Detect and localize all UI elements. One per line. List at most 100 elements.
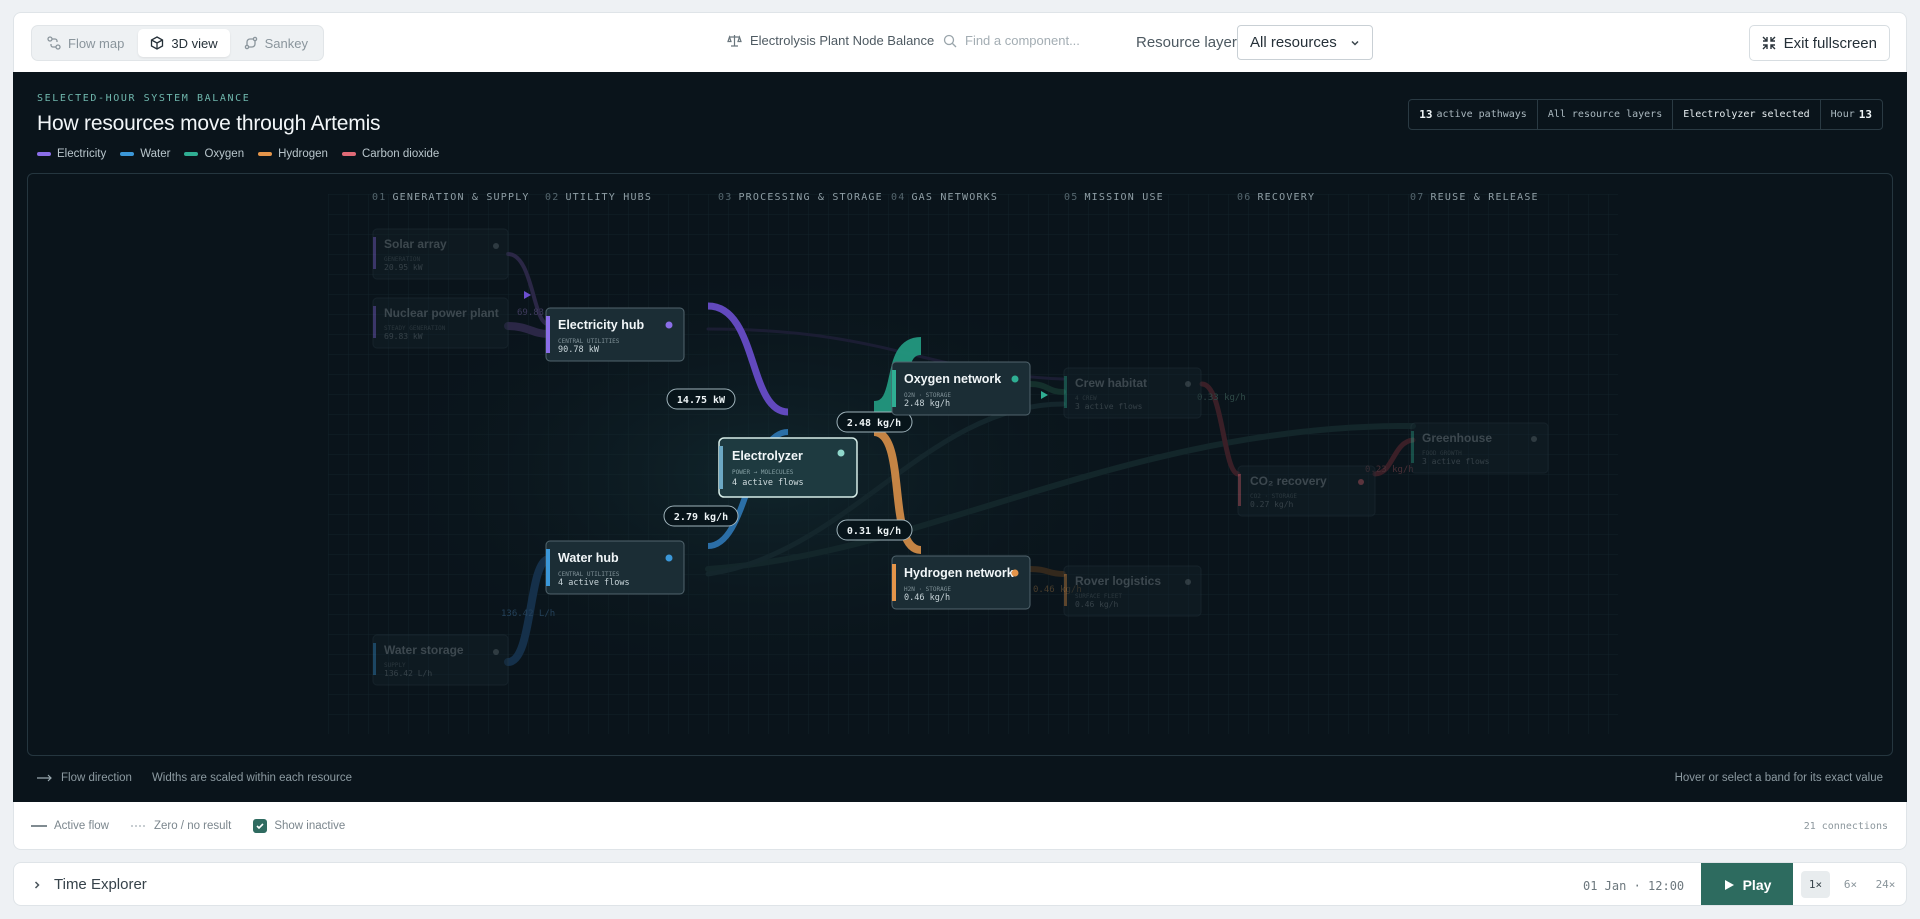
show-inactive-checkbox[interactable] [253,819,268,833]
node-subtitle: SUPPLY [384,662,406,669]
resource-layer-value: All resources [1250,34,1337,51]
collapse-icon [1762,36,1776,50]
component-search[interactable] [943,33,1105,48]
panel-title: How resources move through Artemis [37,112,381,135]
node-water-storage[interactable]: Water storage SUPPLY 136.42 L/h [372,634,509,686]
solid-line-icon [31,825,47,827]
play-button[interactable]: Play [1701,863,1793,905]
tab-label: Sankey [264,35,308,51]
node-electrolyzer[interactable]: Electrolyzer POWER → MOLECULES 4 active … [718,437,858,498]
node-greenhouse[interactable]: Greenhouse FOOD GROWTH 3 active flows [1410,422,1549,474]
tab-3d-view[interactable]: 3D view [138,29,230,57]
time-explorer-toggle[interactable]: Time Explorer [32,876,147,893]
node-nuclear-power-plant[interactable]: Nuclear power plant STEADY GENERATION 69… [372,297,509,349]
legend-carbon-dioxide: Carbon dioxide [341,148,439,160]
legend-label: Hydrogen [278,148,328,160]
node-value: 90.78 kW [558,345,600,355]
resource-layer-label: Resource layer [1136,34,1237,51]
flow-direction-arrow [1041,391,1048,399]
flow-electrolyzer-to-hydrogen[interactable] [873,428,922,554]
node-water-hub[interactable]: Water hub CENTRAL UTILITIES 4 active flo… [545,540,685,595]
node-name: Electrolyzer [732,449,803,463]
speed-24x-button[interactable]: 24× [1875,878,1896,891]
legend-zero-flow-label: Zero / no result [153,820,232,832]
flow-label-pill[interactable] [663,505,739,527]
node-name: Nuclear power plant [384,306,499,320]
node-value: 3 active flows [1422,457,1490,466]
speed-6x-button[interactable]: 6× [1843,878,1858,891]
flow-crew-to-co2-recovery[interactable] [1199,381,1241,477]
resource-layer-select[interactable]: All resources [1237,25,1373,60]
flow-label-pill[interactable] [666,388,736,410]
node-name: Crew habitat [1075,376,1147,390]
node-subtitle: CENTRAL UTILITIES [558,571,620,578]
flow-direction-arrow [524,291,531,299]
flow-label-pill[interactable] [836,519,913,541]
flow-label-pill[interactable] [836,411,913,433]
node-subtitle: POWER → MOLECULES [732,469,794,476]
play-label: Play [1742,877,1772,893]
node-subtitle: 4 CREW [1075,395,1097,402]
node-solar-array[interactable]: Solar array GENERATION 20.95 kW [372,228,509,280]
node-name: CO₂ recovery [1250,474,1327,488]
flow-solar-to-electricity-hub[interactable] [506,252,550,326]
stat-selected-node: Electrolyzer selected [1673,100,1821,129]
flow-oxygen-to-crew[interactable] [1027,381,1066,395]
exit-fullscreen-button[interactable]: Exit fullscreen [1748,25,1890,61]
node-name: Electricity hub [558,318,644,332]
arrow-right-icon [37,774,52,782]
flow-hydrogen-to-rover[interactable] [1027,566,1066,577]
node-subtitle: SURFACE FLEET [1075,593,1122,600]
tab-label: 3D view [171,35,218,51]
node-name: Oxygen network [904,372,1001,386]
current-timestamp: 01 Jan · 12:00 [1583,879,1685,893]
node-co2-recovery[interactable]: CO₂ recovery CO2 · STORAGE 0.27 kg/h [1237,465,1376,517]
node-subtitle: FOOD GROWTH [1422,450,1462,457]
node-value: 136.42 L/h [384,669,432,678]
flow-direction-label: Flow direction [61,772,132,784]
flow-label-dim: 0.46 kg/h [1033,585,1082,595]
legend-oxygen: Oxygen [184,148,244,160]
legend-active-flow-label: Active flow [54,820,109,832]
dashed-line-icon [130,825,147,827]
stat-value: 13 [1858,108,1872,121]
tab-flow-map[interactable]: Flow map [35,29,136,57]
view-switcher: Flow map 3D view Sankey [31,25,324,61]
stat-label: All resource layers [1547,109,1663,120]
node-rover-logistics[interactable]: Rover logistics SURFACE FLEET 0.46 kg/h [1063,565,1202,617]
exit-fullscreen-label: Exit fullscreen [1783,34,1877,52]
inactive-flows [504,252,1416,666]
node-crew-habitat[interactable]: Crew habitat 4 CREW 3 active flows [1063,367,1202,419]
node-subtitle: O2N · STORAGE [904,392,951,399]
flow-co2-to-greenhouse[interactable] [1372,437,1416,477]
node-hydrogen-network[interactable]: Hydrogen network H2N · STORAGE 0.46 kg/h [891,555,1031,610]
flow-nuclear-to-electricity-hub[interactable] [504,322,552,338]
node-value: 0.46 kg/h [904,593,950,603]
connections-count: 21 connections [1803,821,1888,832]
flow-water-hub-to-greenhouse[interactable] [705,422,1416,572]
flow-label-text: 0.31 kg/h [847,526,901,537]
node-electricity-hub[interactable]: Electricity hub CENTRAL UTILITIES 90.78 … [545,307,685,362]
node-oxygen-network[interactable]: Oxygen network O2N · STORAGE 2.48 kg/h [891,361,1031,416]
search-input[interactable] [965,33,1105,48]
legend-swatch [120,152,135,156]
speed-1x-button[interactable]: 1× [1801,871,1830,898]
flow-water-storage-to-water-hub[interactable] [504,555,552,666]
node-subtitle: STEADY GENERATION [384,325,446,332]
flow-label-text: 14.75 kW [677,395,726,406]
panel-eyebrow: SELECTED-HOUR SYSTEM BALANCE [37,93,251,104]
legend-active-flow: Active flow [31,820,109,832]
flow-electricity-hub-to-electrolyzer[interactable] [707,302,789,416]
hover-hint: Hover or select a band for its exact val… [1674,772,1883,784]
resource-legend: Electricity Water Oxygen Hydrogen Carbon… [37,148,439,160]
show-inactive-toggle[interactable]: Show inactive [253,819,345,833]
tab-sankey[interactable]: Sankey [232,29,320,57]
chevron-right-icon [34,880,40,889]
